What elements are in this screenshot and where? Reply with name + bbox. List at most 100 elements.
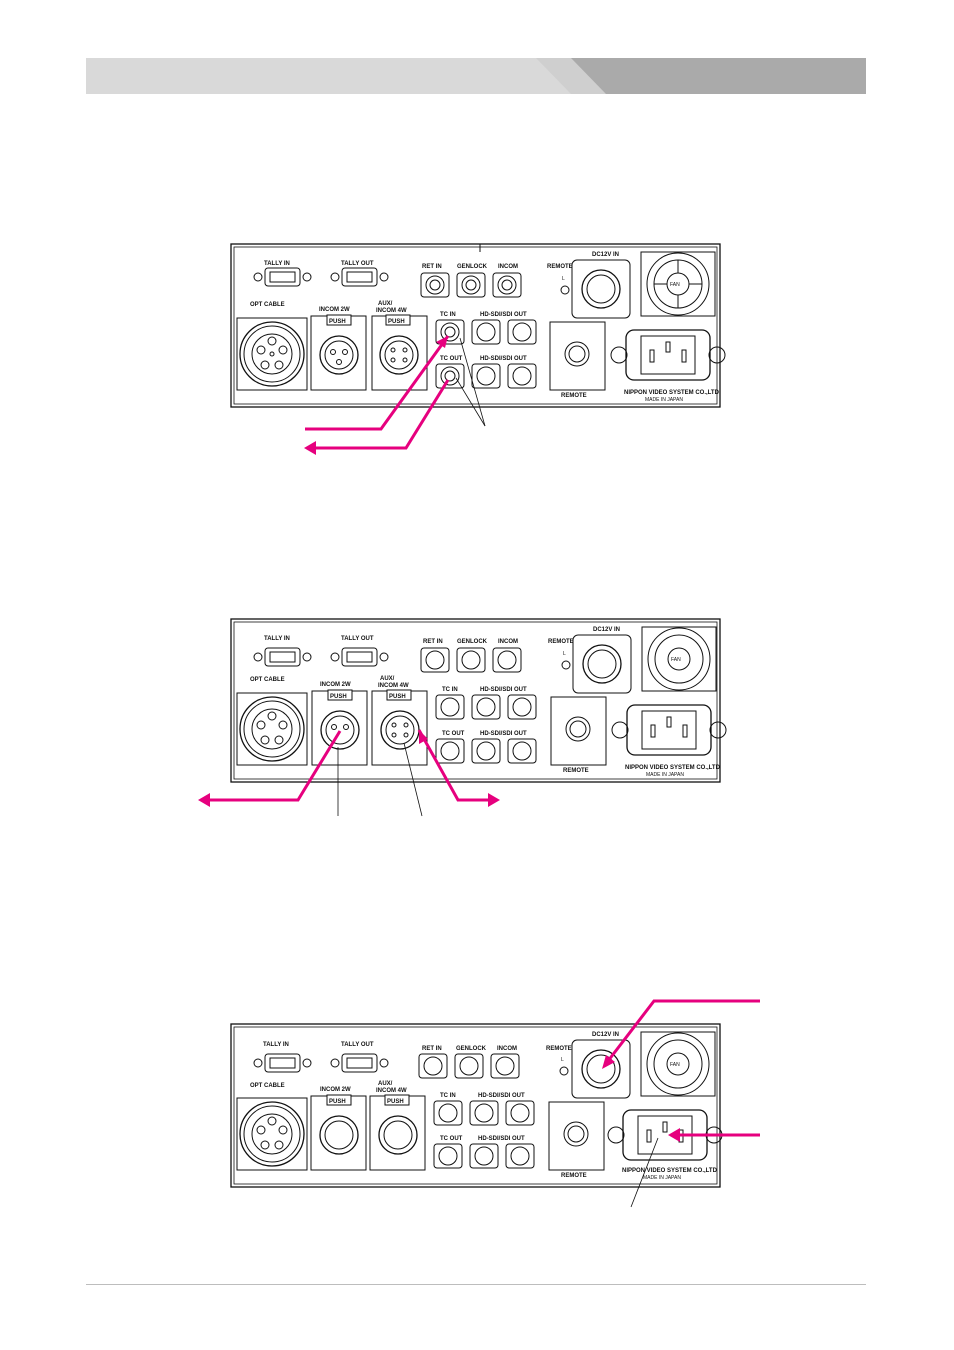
incom-label: INCOM <box>497 1046 517 1052</box>
hdsdi-out-label-1: HD-SDI/SDI OUT <box>480 687 527 693</box>
ac-inlet <box>611 704 727 756</box>
incom-bnc <box>492 272 522 298</box>
tc-out-bnc <box>433 1143 463 1169</box>
hdsdi-out-bnc-3 <box>471 738 501 764</box>
tally-in-connector <box>253 647 312 667</box>
ac-inlet <box>607 1109 723 1161</box>
tc-out-label: TC OUT <box>440 356 463 362</box>
tc-in-bnc <box>433 1100 463 1126</box>
incom-leader-lines <box>337 742 423 817</box>
rear-panel-diagram-power: TALLY IN TALLY OUT OPT CABLE INCOM 2W PU… <box>230 999 760 1208</box>
dc12v-connector <box>571 259 631 319</box>
incom-2w-cable-arrow <box>198 730 342 807</box>
push-label-1: PUSH <box>329 1099 346 1105</box>
tally-out-connector <box>330 1053 389 1073</box>
remote-label-bottom: REMOTE <box>561 393 587 399</box>
genlock-label: GENLOCK <box>456 1046 487 1052</box>
remote-connector <box>549 321 606 391</box>
incom-2w-connector <box>310 1094 367 1171</box>
tc-out-cable-arrow <box>304 379 450 455</box>
aux-label: AUX/ <box>378 1081 393 1087</box>
opt-cable-connector <box>236 1097 308 1171</box>
fan-label: FAN <box>671 657 681 663</box>
dc12v-label: DC12V IN <box>592 252 619 258</box>
remote-label-top: REMOTE <box>546 1046 572 1052</box>
dc12v-label: DC12V IN <box>593 627 620 633</box>
rear-panel: TALLY IN TALLY OUT OPT CABLE INCOM 2W PU… <box>230 618 727 783</box>
ret-in-bnc <box>420 272 450 298</box>
dc12v-label: DC12V IN <box>592 1032 619 1038</box>
tc-out-label: TC OUT <box>442 731 465 737</box>
incom-2w-label: INCOM 2W <box>320 682 351 688</box>
maker-label: NIPPON VIDEO SYSTEM CO.,LTD <box>624 390 720 396</box>
made-in-label: MADE IN JAPAN <box>646 772 684 778</box>
genlock-bnc <box>454 1053 484 1079</box>
fan-icon <box>641 626 717 692</box>
dc12v-connector <box>571 1039 631 1099</box>
ac-power-cable-arrow <box>668 1128 760 1142</box>
tally-out-connector <box>330 647 389 667</box>
push-label-2: PUSH <box>389 694 406 700</box>
dc12v-cable-arrow <box>602 999 760 1069</box>
tally-in-label: TALLY IN <box>263 1042 289 1048</box>
incom-2w-label: INCOM 2W <box>320 1087 351 1093</box>
remote-connector <box>550 696 607 766</box>
tc-in-label: TC IN <box>440 1093 456 1099</box>
tc-out-bnc <box>435 363 465 389</box>
aux-incom-4w-connector <box>369 1094 426 1171</box>
genlock-label: GENLOCK <box>457 264 488 270</box>
ret-in-label: RET IN <box>423 639 443 645</box>
ac-inlet-leader-line <box>630 1137 659 1208</box>
hdsdi-out-bnc-3 <box>471 363 501 389</box>
remote-led-label: L <box>562 276 565 282</box>
genlock-bnc <box>456 272 486 298</box>
hdsdi-out-bnc-1 <box>471 319 501 345</box>
remote-led-label: L <box>561 1057 564 1063</box>
hdsdi-out-label-1: HD-SDI/SDI OUT <box>480 312 527 318</box>
tc-in-label: TC IN <box>442 687 458 693</box>
remote-label-bottom: REMOTE <box>563 768 589 774</box>
rear-panel: TALLY IN TALLY OUT OPT CABLE INCOM 2W PU… <box>230 1023 723 1188</box>
fan-icon <box>640 1031 716 1097</box>
incom-4w-label: INCOM 4W <box>376 308 407 314</box>
incom-2w-label: INCOM 2W <box>319 307 350 313</box>
fan-icon <box>640 251 716 317</box>
tc-leader-lines <box>455 337 486 427</box>
tally-out-label: TALLY OUT <box>341 1042 374 1048</box>
genlock-bnc <box>456 647 486 673</box>
rear-panel: TALLY IN TALLY OUT OPT CABLE INCOM 2W <box>230 243 726 408</box>
hdsdi-out-bnc-2 <box>507 694 537 720</box>
hdsdi-out-bnc-4 <box>505 1143 535 1169</box>
made-in-label: MADE IN JAPAN <box>643 1175 681 1181</box>
footer-rule <box>86 1284 866 1285</box>
maker-label: NIPPON VIDEO SYSTEM CO.,LTD <box>622 1168 718 1174</box>
remote-label-top: REMOTE <box>548 639 574 645</box>
opt-cable-label: OPT CABLE <box>250 302 285 308</box>
rear-panel-diagram-tc: TALLY IN TALLY OUT OPT CABLE INCOM 2W <box>230 243 726 455</box>
incom-bnc <box>490 1053 520 1079</box>
push-label-2: PUSH <box>387 1099 404 1105</box>
maker-label: NIPPON VIDEO SYSTEM CO.,LTD <box>625 765 721 771</box>
remote-led <box>559 1066 569 1076</box>
opt-cable-connector <box>236 692 308 766</box>
remote-led-label: L <box>563 651 566 657</box>
push-label-2: PUSH <box>388 319 405 325</box>
incom-2w-connector <box>311 689 368 766</box>
fan-label: FAN <box>670 282 680 288</box>
ac-inlet <box>610 329 726 381</box>
tally-in-label: TALLY IN <box>264 261 290 267</box>
incom-2w-connector <box>310 314 367 391</box>
rear-panel-diagram-incom: TALLY IN TALLY OUT OPT CABLE INCOM 2W PU… <box>198 618 727 817</box>
remote-led <box>560 285 570 295</box>
incom-4w-label: INCOM 4W <box>376 1088 407 1094</box>
made-in-label: MADE IN JAPAN <box>645 397 683 403</box>
hdsdi-out-bnc-1 <box>471 694 501 720</box>
tc-in-bnc <box>435 319 465 345</box>
tc-in-bnc <box>435 694 465 720</box>
header-bar <box>86 58 866 94</box>
ret-in-label: RET IN <box>422 264 442 270</box>
opt-cable-connector <box>236 317 308 391</box>
aux-label: AUX/ <box>380 676 395 682</box>
tc-in-cable-arrow <box>305 335 450 431</box>
tally-out-connector <box>330 267 389 287</box>
